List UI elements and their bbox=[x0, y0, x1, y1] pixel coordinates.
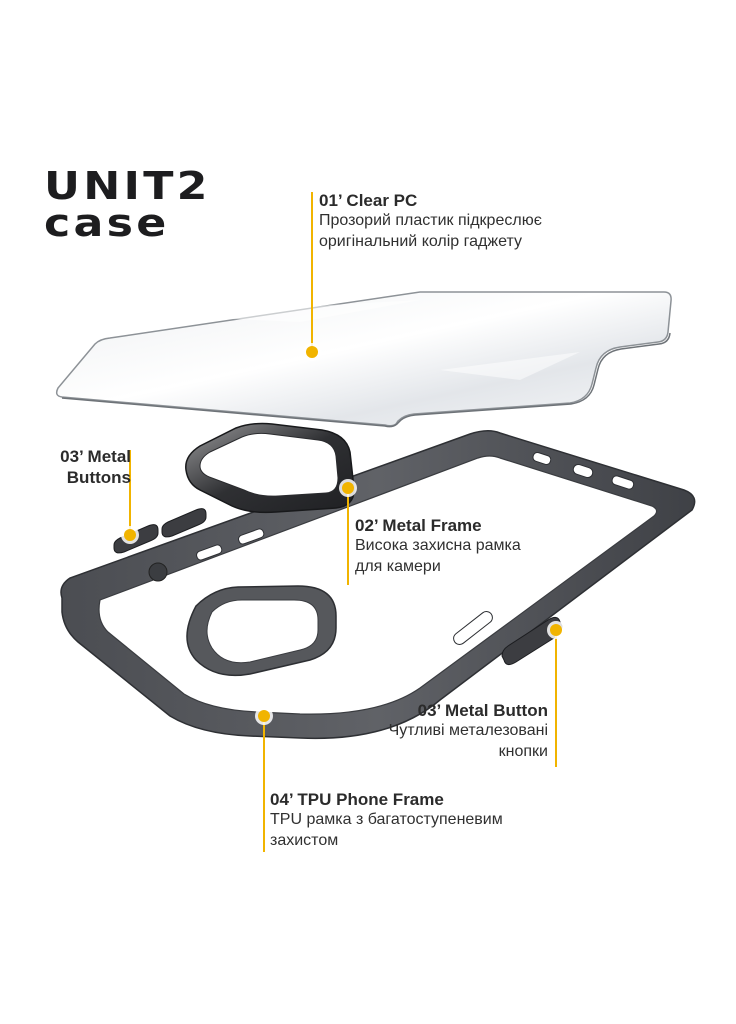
callout-leaders bbox=[129, 192, 557, 852]
callout-tpu-frame-desc: TPU рамка з багатоступеневим захистом bbox=[270, 811, 503, 849]
callout-metal-frame: 02’ Metal Frame Висока захисна рамка для… bbox=[355, 515, 525, 577]
callout-metal-button: 03’ Metal Button Чутливі металезовані кн… bbox=[350, 700, 548, 762]
logo-line-unit2: UNIT2 bbox=[44, 163, 211, 209]
callout-clear-pc: 01’ Clear PC Прозорий пластик підкреслює… bbox=[319, 190, 619, 252]
brand-logo: UNIT2 case bbox=[44, 167, 207, 244]
logo-line-case: case bbox=[44, 200, 170, 246]
callout-metal-button-desc: Чутливі металезовані кнопки bbox=[388, 722, 548, 760]
tpu-phone-frame bbox=[60, 430, 696, 740]
callout-metal-buttons: 03’ Metal Buttons bbox=[30, 446, 131, 489]
callout-tpu-frame-title: 04’ TPU Phone Frame bbox=[270, 790, 444, 809]
callout-dots bbox=[121, 343, 565, 725]
callout-tpu-frame: 04’ TPU Phone Frame TPU рамка з багатост… bbox=[270, 789, 560, 851]
callout-metal-frame-desc: Висока захисна рамка для камери bbox=[355, 537, 521, 575]
callout-metal-button-title: 03’ Metal Button bbox=[417, 701, 548, 720]
metal-camera-frame bbox=[185, 422, 355, 514]
callout-metal-frame-title: 02’ Metal Frame bbox=[355, 516, 482, 535]
callout-clear-pc-title: 01’ Clear PC bbox=[319, 191, 418, 210]
clear-pc-panel bbox=[55, 291, 672, 428]
callout-metal-buttons-title: 03’ Metal Buttons bbox=[60, 447, 131, 488]
callout-clear-pc-desc: Прозорий пластик підкреслює оригінальний… bbox=[319, 212, 542, 250]
